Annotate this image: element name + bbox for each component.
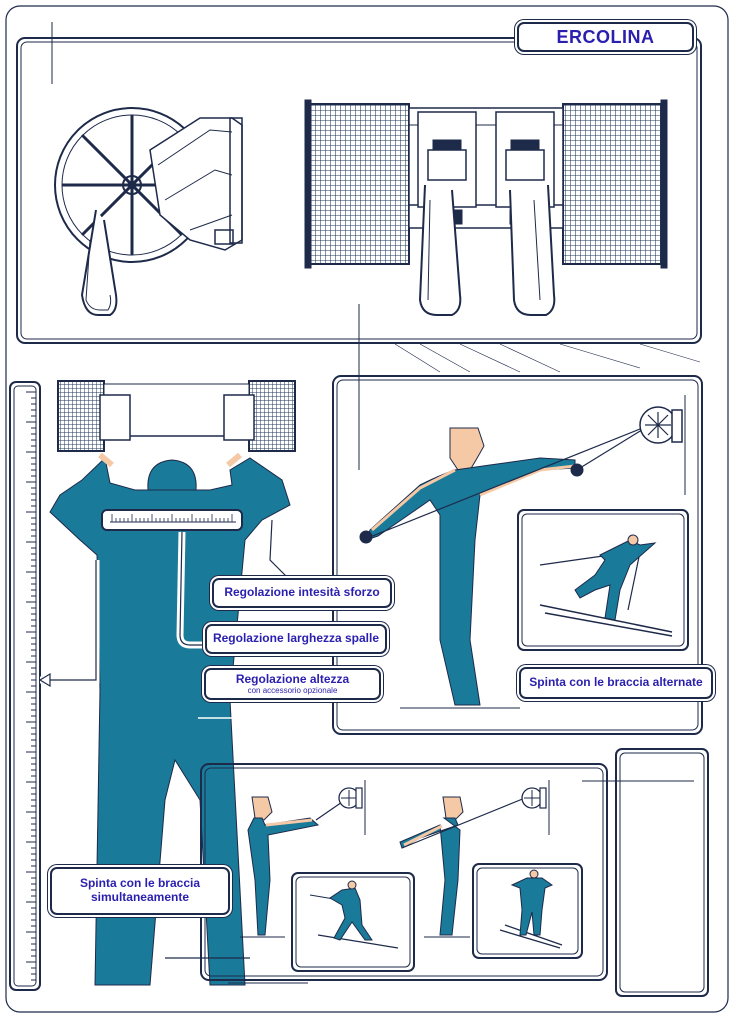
label-intensita: Regolazione intesità sforzo (212, 578, 392, 608)
label-alternate-text: Spinta con le braccia alternate (529, 675, 703, 690)
page-frame (5, 5, 729, 1013)
label-altezza-text: Regolazione altezza (235, 671, 350, 686)
pulley-wheel-icon (54, 107, 243, 316)
figure-alternate (359, 395, 686, 709)
label-simultanea: Spinta con le braccia simultaneamente (50, 867, 230, 915)
skier-icon (309, 869, 563, 949)
label-altezza: Regolazione altezza con accessorio opzio… (204, 668, 381, 700)
label-larghezza: Regolazione larghezza spalle (205, 624, 387, 654)
ruler-icon (9, 381, 41, 991)
alternate-panel (332, 375, 703, 735)
label-alternate: Spinta con le braccia alternate (519, 667, 713, 699)
hatch-lines (394, 343, 701, 373)
title-box: ERCOLINA (517, 22, 694, 52)
label-intensita-text: Regolazione intesità sforzo (224, 585, 380, 600)
skier-icon (539, 534, 673, 637)
figure-simultaneous (240, 780, 550, 938)
label-simultanea-text: Spinta con le braccia simultaneamente (79, 876, 201, 904)
label-altezza-subtext: con accessorio opzionale (247, 686, 338, 696)
label-larghezza-text: Regolazione larghezza spalle (212, 631, 380, 646)
page-title: ERCOLINA (556, 26, 655, 47)
machine-front-icon (304, 99, 668, 316)
figure-back (38, 380, 298, 986)
